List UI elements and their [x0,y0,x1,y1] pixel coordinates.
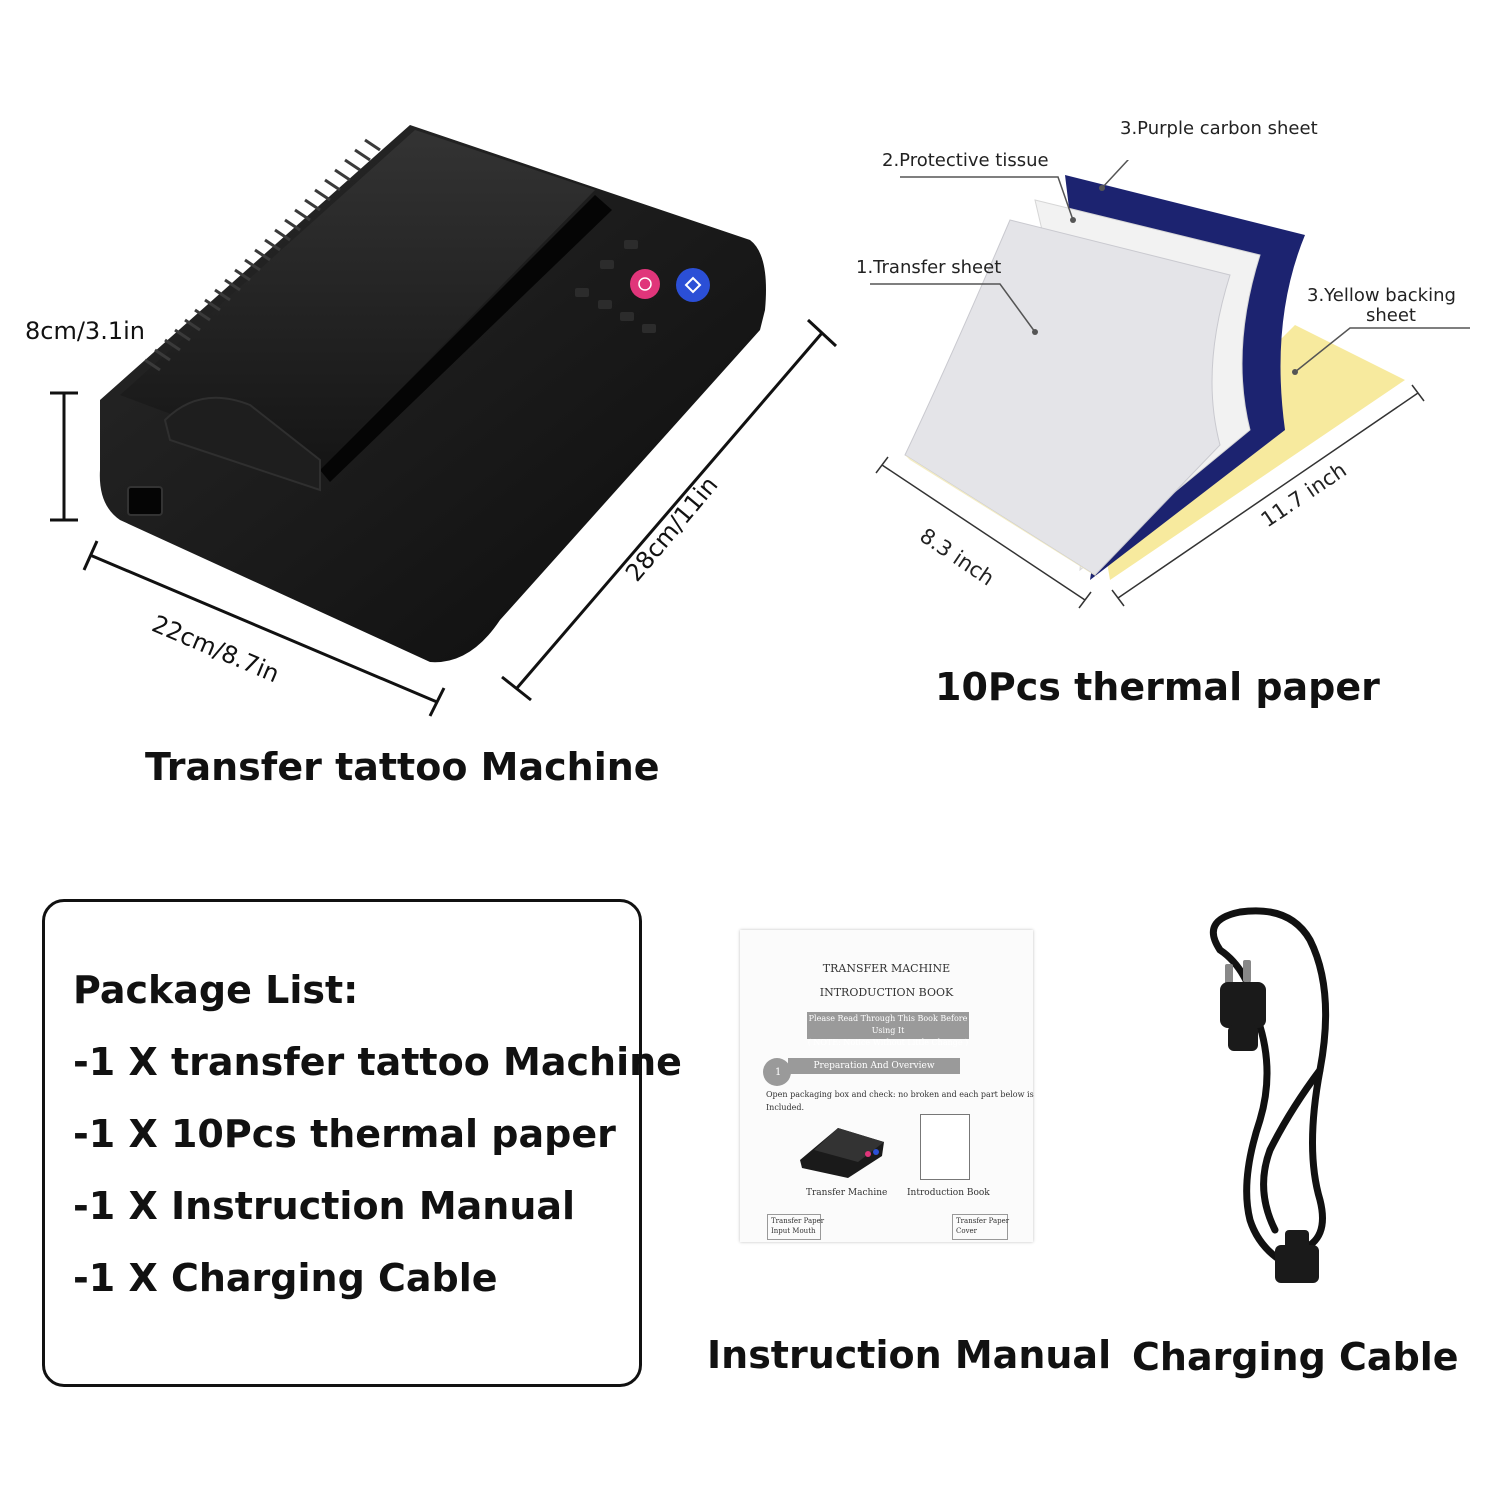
manual-note-box-1: Transfer Paper Input Mouth [767,1214,824,1240]
package-item: -1 X Charging Cable [73,1256,498,1300]
paper-length-dimension-line [1111,384,1425,607]
backing-leader-line [1294,327,1470,373]
height-dimension-line [50,391,78,522]
package-item: -1 X Instruction Manual [73,1184,576,1228]
manual-caption: Instruction Manual [707,1333,1112,1377]
paper-caption: 10Pcs thermal paper [935,665,1380,709]
carbon-leader-line [1101,160,1129,189]
stop-button [630,269,660,299]
manual-title-1: TRANSFER MACHINE [822,962,951,975]
copy-button [676,268,710,302]
manual-note-box-2: Transfer Paper Cover [952,1214,1009,1240]
package-item: -1 X transfer tattoo Machine [73,1040,682,1084]
manual-notice-2: ( NOTE: Notice Without Little Change ) [807,1038,969,1047]
purple-carbon-label: 3.Purple carbon sheet [1120,118,1318,139]
manual-title-2: INTRODUCTION BOOK [819,986,954,999]
roller-cover [163,396,321,492]
transfer-sheet-label: 1.Transfer sheet [856,257,1002,278]
tissue-leader-line [900,176,1074,221]
width-dimension-line [82,540,446,717]
package-list-box: Package List: -1 X transfer tattoo Machi… [42,899,682,1387]
control-panel [575,240,710,333]
power-switch [127,486,163,516]
manual-body-2: Included. [766,1103,805,1112]
manual-notice-1: Please Read Through This Book Before Usi… [808,1014,968,1035]
depth-dimension-line [501,318,838,702]
manual-section-badge [763,1058,791,1086]
iec-connector [1275,1230,1319,1283]
package-item: -1 X 10Pcs thermal paper [73,1112,616,1156]
cable-caption: Charging Cable [1132,1335,1459,1379]
manual-section-title: Preparation And Overview [788,1058,960,1074]
manual-body-1: Open packaging box and check: no broken … [766,1090,1034,1099]
transfer-leader-line [870,283,1036,333]
manual-section-number: 1 [775,1067,782,1078]
manual-book-thumbnail [920,1114,970,1180]
us-plug [1220,960,1266,1051]
manual-machine-thumbnail [800,1128,884,1178]
yellow-backing-label-line1: 3.Yellow backing [1307,285,1456,306]
machine-caption: Transfer tattoo Machine [145,745,660,789]
package-list-title: Package List: [73,968,359,1012]
thermal-paper-illustration [870,160,1470,609]
manual-fig-2: Introduction Book [907,1188,990,1198]
instruction-manual-image: TRANSFER MACHINE INTRODUCTION BOOK Pleas… [740,930,1034,1242]
protective-tissue-label: 2.Protective tissue [882,150,1049,171]
paper-slot [320,195,612,482]
machine-lid [120,130,595,470]
manual-notice-bar: Please Read Through This Book Before Usi… [807,1012,969,1047]
vent-grille [144,138,381,372]
paper-width-dimension-line [875,456,1092,609]
height-label: 8cm/3.1in [25,317,145,345]
transfer-machine-illustration [50,125,838,717]
manual-fig-1: Transfer Machine [806,1188,888,1198]
yellow-backing-label-line2: sheet [1366,305,1416,326]
charging-cable-image [1209,907,1330,1283]
